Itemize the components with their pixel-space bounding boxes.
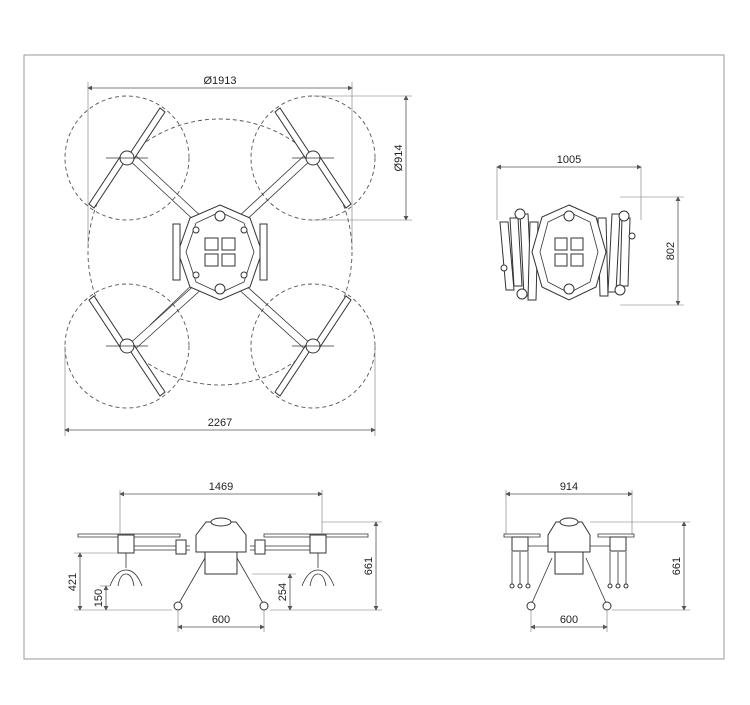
spray-nozzles-right (301, 553, 335, 587)
top-view: Ø1913 Ø914 2267 (64, 75, 412, 436)
motors-top (106, 150, 334, 354)
side-view: 914 661 600 (503, 481, 690, 632)
dim-side-span: 914 (560, 481, 578, 493)
sheet-frame (23, 54, 725, 660)
drone-body-top (172, 204, 268, 301)
dim-rotor-span: Ø1913 (203, 75, 236, 87)
dim-side-total-height: 661 (671, 557, 683, 575)
rotor-circle-front-left (64, 95, 190, 221)
side-nozzles (509, 552, 629, 589)
overall-rotor-envelope (87, 118, 353, 386)
dim-side-skid-width: 600 (560, 614, 578, 626)
dim-front-leg-height: 421 (67, 573, 79, 591)
dim-front-clearance: 254 (277, 583, 289, 601)
dim-front-total-height: 661 (363, 557, 375, 575)
rotor-circle-rear-left (64, 283, 190, 409)
arms (126, 152, 314, 352)
dim-folded-height: 802 (665, 242, 677, 260)
propellers-top (88, 107, 352, 397)
folded-view: 1005 802 (496, 154, 684, 306)
rotor-circle-front-right (250, 95, 376, 221)
dim-folded-width: 1005 (557, 154, 581, 166)
dim-front-foot: 150 (93, 589, 105, 607)
spray-nozzles-left (109, 553, 143, 587)
front-view: 1469 661 421 150 254 600 (67, 481, 382, 632)
dim-front-span: 1469 (209, 481, 233, 493)
dim-overall-width: 2267 (208, 417, 232, 429)
dim-propeller-diameter: Ø914 (393, 145, 405, 172)
dim-front-skid-width: 600 (212, 614, 230, 626)
